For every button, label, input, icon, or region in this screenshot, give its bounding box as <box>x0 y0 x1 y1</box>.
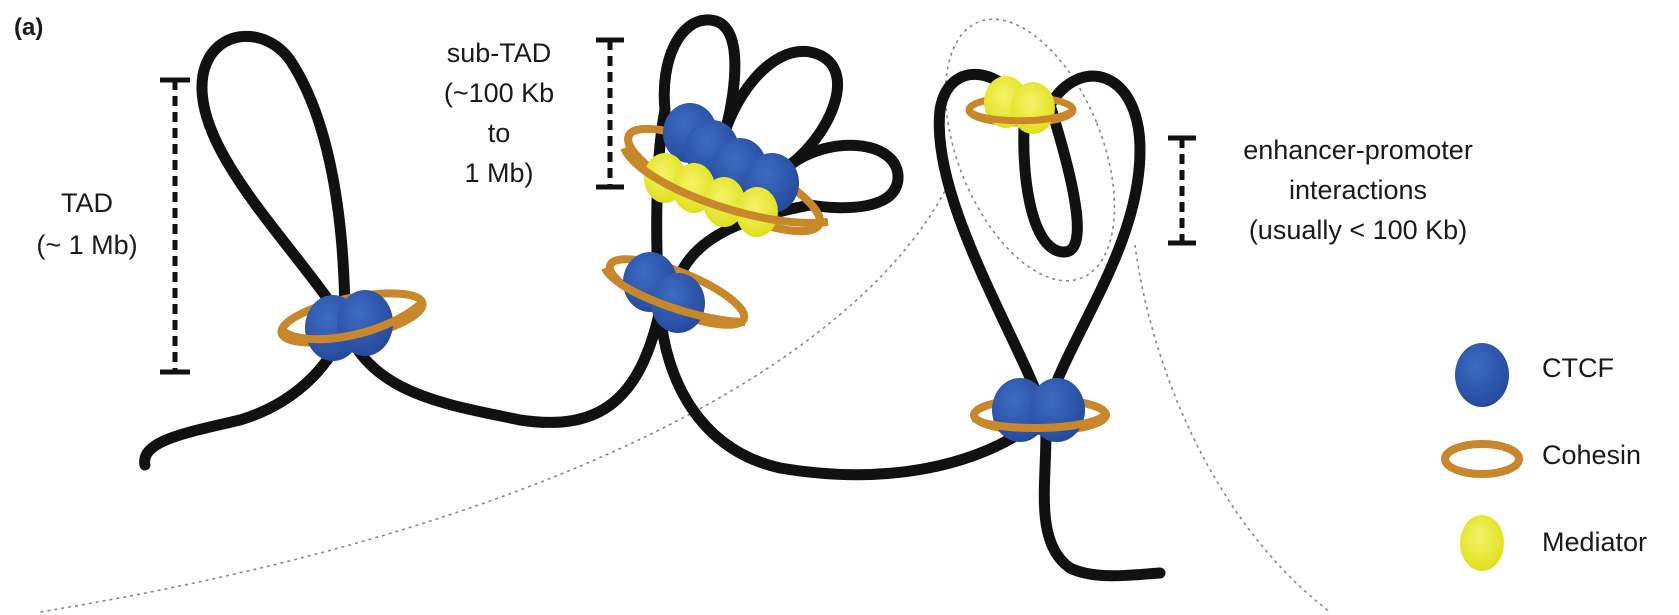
zoom-line-right <box>1135 245 1330 612</box>
panel-label: (a) <box>14 12 43 44</box>
enhancer-promoter-label-line-2: interactions <box>1208 172 1508 208</box>
sub-tad-label-line-3: to <box>424 115 574 151</box>
legend-label-mediator: Mediator <box>1542 524 1647 560</box>
sub-tad-lower-anchor <box>603 246 751 337</box>
ctcf-blob <box>1029 378 1085 442</box>
enhancer-promoter-scale-bar <box>1168 138 1196 243</box>
legend-label-ctcf: CTCF <box>1542 350 1614 386</box>
enhancer-promoter-label-line-3: (usually < 100 Kb) <box>1208 212 1508 248</box>
sub-tad-label-line-4: 1 Mb) <box>424 155 574 191</box>
legend-icons <box>1445 343 1519 571</box>
tad-label-line-2: (~ 1 Mb) <box>18 227 156 263</box>
tad-anchor <box>277 283 426 361</box>
tad-scale-bar <box>160 80 190 372</box>
sub-tad-label-line-2: (~100 Kb <box>424 75 574 111</box>
chromatin-linker-2 <box>660 310 1045 475</box>
sub-tad-scale-bar <box>596 40 624 187</box>
legend-label-cohesin: Cohesin <box>1542 437 1641 473</box>
tad-label-line-1: TAD <box>22 185 152 221</box>
tad-loop <box>202 36 345 325</box>
enhancer-promoter-label-line-1: enhancer-promoter <box>1208 132 1508 168</box>
mediator-blob <box>1011 82 1055 134</box>
ctcf-blob-icon <box>1455 343 1509 407</box>
sub-tad-label-line-1: sub-TAD <box>424 35 574 71</box>
cohesin-ring-icon <box>1445 444 1519 474</box>
right-anchor <box>974 378 1106 442</box>
mediator-blob-icon <box>1460 515 1504 571</box>
